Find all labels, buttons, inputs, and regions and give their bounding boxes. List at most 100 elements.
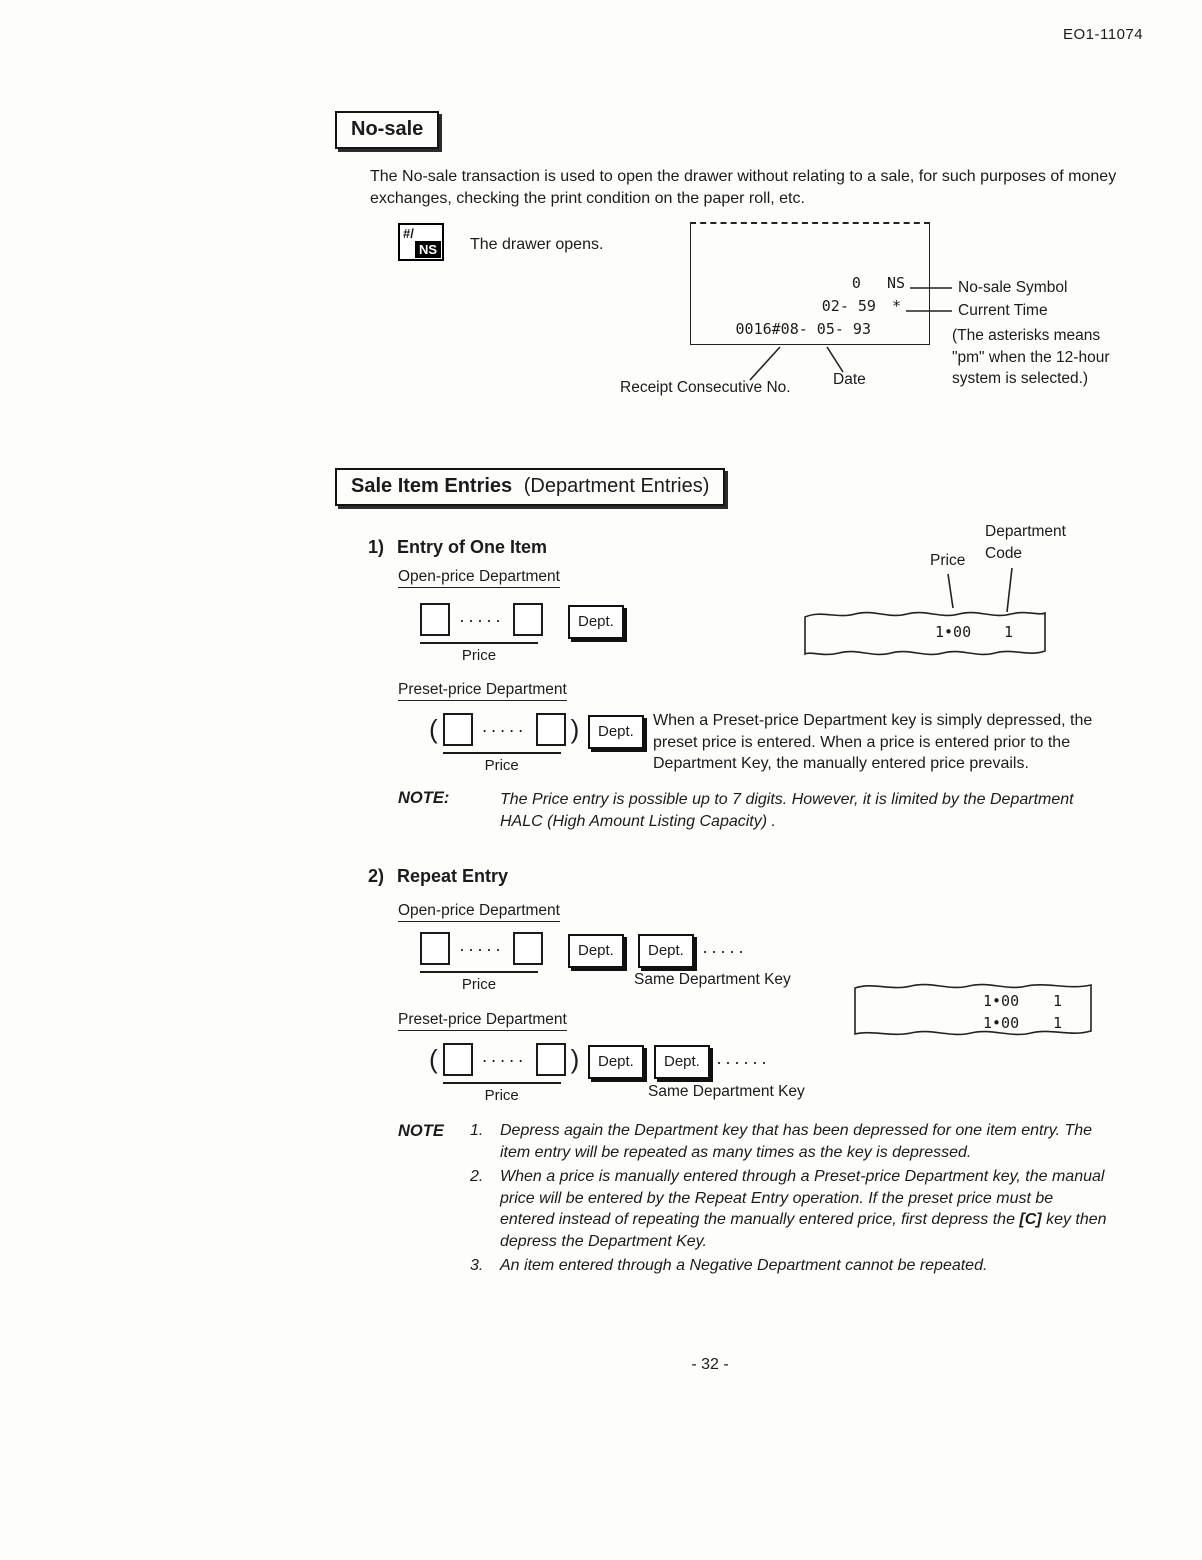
repeat-note-block: NOTE 1. Depress again the Department key… [396,1120,1110,1280]
price-dots: ····· [459,610,504,630]
callout-no-sale-symbol: No-sale Symbol [958,279,1068,296]
paren-close: ) [570,1044,580,1074]
price-entry-open-2: ····· Price [420,932,543,993]
dept-key-repeat: Dept. [654,1045,710,1079]
sale-items-title-bold: Sale Item Entries [351,475,513,497]
receipt-nosale-symbol: NS [886,274,905,292]
paren-close: ) [570,714,580,744]
note-item-number: 3. [470,1257,484,1274]
receipt-time: 02- 59 [821,297,876,315]
note-item-text: An item entered through a Negative Depar… [500,1257,988,1274]
note-item-1: 1. Depress again the Department key that… [470,1120,1110,1163]
section-heading-no-sale: No-sale [335,111,440,149]
price-digit-box [535,1043,566,1076]
repeat-note-list: 1. Depress again the Department key that… [470,1120,1110,1277]
receipt-strip-repeat: 1•00 1 1•00 1 [853,978,1093,1042]
entry-one-number: 1) [368,537,385,557]
no-sale-key-bottom-label: NS [414,241,441,258]
receipt-price-value: 1•00 [983,1014,1020,1032]
dept-key-repeat: Dept. [638,934,694,968]
price-digit-box [442,1043,473,1076]
price-entry-preset-2: ( ····· Price ) [424,1043,584,1104]
receipt-price-value: 1•00 [983,992,1020,1010]
callout-current-time: Current Time [958,302,1048,319]
price-digit-box [420,932,450,965]
price-digit-box [420,603,450,636]
price-digit-box [512,932,543,965]
price-dots: ····· [481,1050,527,1070]
dept-key: Dept. [568,605,624,639]
preset-price-dept-label-2: Preset-price Department [398,1011,567,1031]
receipt-line-nosale: 0 NS [852,274,905,292]
price-digit-box [535,713,566,746]
receipt-price-value: 1•00 [935,623,972,641]
price-entry-preset-1: ( ····· Price ) [424,713,584,774]
price-digit-box [442,713,473,746]
receipt-strip-shape [854,983,1092,1036]
receipt-dept-code-value: 1 [1053,992,1063,1010]
doc-code: EO1-11074 [1063,26,1144,43]
note-item-text-pre: When a price is manually entered through… [500,1168,1105,1228]
price-underline [420,971,538,973]
open-price-dept-label-2: Open-price Department [398,902,560,922]
price-underline [442,1082,561,1084]
same-dept-key-label-1: Same Department Key [634,971,791,988]
entry-one-note-label: NOTE: [398,789,450,807]
entry-one-note-text: The Price entry is possible up to 7 digi… [500,791,1074,830]
receipt-strip-shape [804,611,1046,656]
no-sale-key: #/ NS [398,223,444,261]
no-sale-key-top-label: #/ [403,226,414,241]
price-label: Price [461,647,497,664]
nosale-receipt: 0 NS 02- 59 * 0016#08- 05- 93 [690,222,930,345]
price-digit-box [512,603,543,636]
price-entry-core: ····· Price [442,1043,566,1104]
price-underline [420,642,538,644]
preset-explanation: When a Preset-price Department key is si… [653,712,1093,772]
callout-receipt-consecutive-no: Receipt Consecutive No. [620,379,791,396]
note-item-3: 3. An item entered through a Negative De… [470,1255,1110,1277]
receipt-pm-asterisk: * [891,297,901,315]
dept-key: Dept. [568,934,624,968]
drawer-opens-caption: The drawer opens. [470,236,604,253]
callout-department-code: Department Code [985,523,1066,562]
repeat-dots: ····· [702,941,747,961]
receipt-line-consecutive: 0016#08- 05- 93 [736,320,871,338]
note-item-number: 2. [470,1168,484,1185]
receipt-line-time: 02- 59 * [822,297,901,315]
repeat-entry-title: 2) Repeat Entry [368,866,508,887]
note-item-text-post: key then depress the Department Key. [500,1211,1107,1250]
repeat-entry-title-text: Repeat Entry [397,866,509,886]
receipt-amount: 0 [851,274,861,292]
note-item-2: 2. When a price is manually entered thro… [470,1166,1110,1252]
price-dots: ····· [481,720,527,740]
entry-one-title: 1) Entry of One Item [368,537,547,558]
nosale-callout-lines [749,287,952,381]
entry-one-title-text: Entry of One Item [397,537,548,557]
callout-asterisk-note: (The asterisks means "pm" when the 12-ho… [952,327,1110,387]
receipt-dept-code-value: 1 [1004,623,1014,641]
note-item-text: Depress again the Department key that ha… [500,1122,1093,1161]
same-dept-key-label-2: Same Department Key [648,1083,805,1100]
receipt-consecutive-date: 0016#08- 05- 93 [735,320,871,338]
price-entry-core: ····· Price [442,713,566,774]
price-label: Price [461,976,497,993]
repeat-entry-number: 2) [368,866,385,886]
paren-open: ( [429,1044,438,1074]
repeat-note-label: NOTE [398,1122,444,1140]
open-price-dept-label-1: Open-price Department [398,568,560,588]
c-key-reference: [C] [1019,1211,1042,1228]
price-underline [442,752,561,754]
callout-price: Price [930,552,966,569]
price-dots: ····· [459,939,504,959]
price-entry-open-1: ····· Price [420,603,543,664]
paren-open: ( [429,714,438,744]
no-sale-intro: The No-sale transaction is used to open … [370,168,1117,207]
receipt-strip-one-item: 1•00 1 [803,606,1047,662]
note-item-text: When a price is manually entered through… [500,1166,1110,1252]
section-heading-sale-items: Sale Item Entries (Department Entries) [335,468,726,506]
dept-key: Dept. [588,1045,644,1079]
note-item-number: 1. [470,1122,484,1139]
sale-items-title-normal: (Department Entries) [523,475,710,497]
repeat-dots-6: ······ [716,1052,770,1072]
